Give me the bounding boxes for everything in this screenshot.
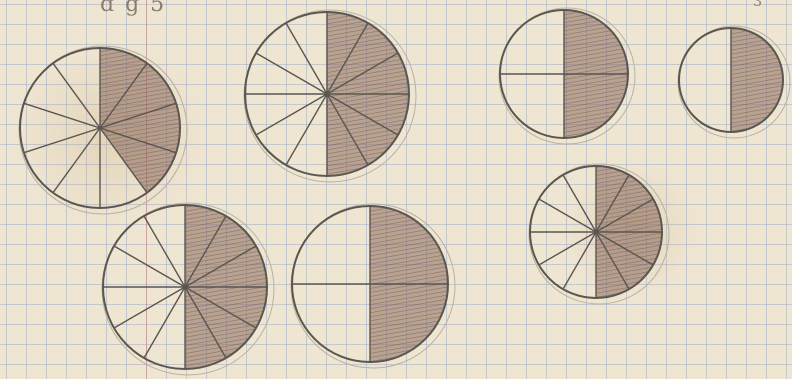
circle-3 (499, 8, 635, 144)
division-line (24, 103, 100, 128)
division-line (539, 199, 596, 232)
division-line (286, 23, 327, 94)
division-line (563, 175, 596, 232)
division-line (563, 232, 596, 289)
circle-6 (291, 204, 455, 368)
circle-2 (244, 10, 416, 182)
division-line (114, 287, 185, 328)
division-line (114, 246, 185, 287)
circle-1 (19, 46, 187, 214)
division-line (256, 53, 327, 94)
division-line (144, 216, 185, 287)
division-line (144, 287, 185, 358)
division-line (539, 232, 596, 265)
circle-7 (529, 164, 669, 304)
shaded-sector (370, 206, 448, 284)
division-line (256, 94, 327, 135)
circle-5 (102, 203, 274, 375)
division-line (53, 128, 100, 193)
circle-4 (678, 26, 790, 138)
division-line (53, 63, 100, 128)
shaded-sector (370, 284, 448, 362)
division-line (286, 94, 327, 165)
division-line (24, 128, 100, 153)
